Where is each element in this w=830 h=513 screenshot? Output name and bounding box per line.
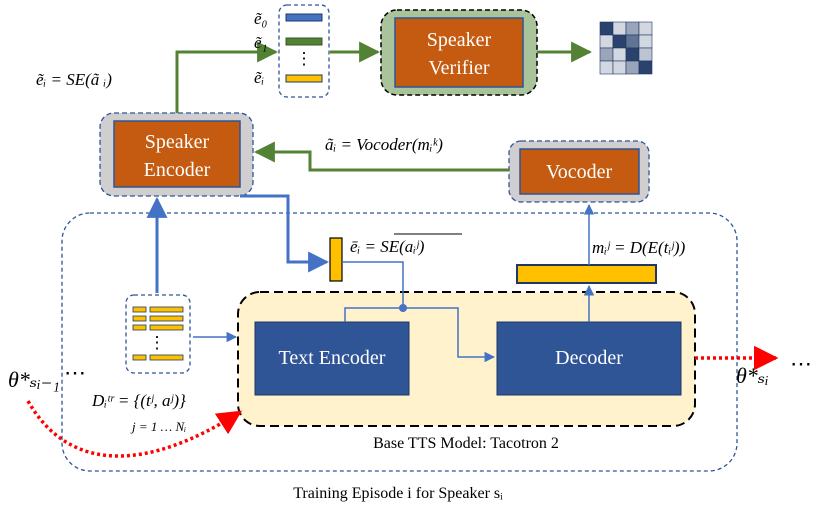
text-encoder: Text Encoder bbox=[254, 321, 410, 396]
similarity-cell bbox=[638, 34, 653, 49]
ei-label: e͂ᵢ bbox=[254, 68, 264, 87]
junction-to-decoder-arrow bbox=[344, 307, 496, 363]
training-episode-region bbox=[61, 212, 738, 472]
similarity-cell bbox=[625, 34, 640, 49]
training-data-icon: ⋮ bbox=[125, 294, 191, 374]
similarity-cell bbox=[599, 34, 614, 49]
vocoder-to-encoder-arrow bbox=[253, 141, 509, 172]
se-formula-label: e͂ᵢ = SE(ã ᵢ) bbox=[36, 70, 112, 89]
index-range-label: j = 1 … Nᵢ bbox=[130, 419, 186, 434]
theta-prev-dots: ⋯ bbox=[64, 360, 86, 385]
similarity-matrix bbox=[599, 21, 653, 75]
vocoder: Vocoder bbox=[508, 140, 650, 203]
speaker-verifier-label-line2: Verifier bbox=[428, 57, 489, 79]
e0-label: e͂₀ bbox=[254, 9, 268, 28]
encoder-to-average-arrow bbox=[240, 194, 330, 273]
speaker-encoder: Speaker Encoder bbox=[99, 112, 254, 197]
theta-next-label: θ*ₛᵢ bbox=[736, 363, 769, 388]
similarity-cell bbox=[638, 60, 653, 75]
speaker-encoder-label-line2: Encoder bbox=[144, 159, 211, 181]
vocoder-formula-label: ãᵢ = Vocoder(mᵢᵏ) bbox=[325, 135, 443, 154]
similarity-cell bbox=[638, 47, 653, 62]
theta-prev-label: θ*ₛᵢ₋₁ bbox=[8, 367, 60, 392]
similarity-cell bbox=[612, 60, 627, 75]
mel-spectrogram-bar bbox=[516, 264, 657, 284]
mel-formula-label: mᵢʲ = D(E(tᵢʲ)) bbox=[592, 238, 686, 257]
similarity-cell bbox=[599, 47, 614, 62]
similarity-cell bbox=[638, 21, 653, 36]
similarity-cell bbox=[612, 34, 627, 49]
theta-next-dots: ⋯ bbox=[790, 351, 812, 376]
text-encoder-label: Text Encoder bbox=[279, 347, 386, 369]
decoder-label: Decoder bbox=[555, 347, 623, 369]
embedding-stack: ⋮ bbox=[278, 4, 330, 98]
similarity-cell bbox=[625, 60, 640, 75]
speaker-verifier: Speaker Verifier bbox=[380, 9, 538, 96]
similarity-cell bbox=[599, 60, 614, 75]
similarity-cell bbox=[599, 21, 614, 36]
encoder-to-embeddings-arrow bbox=[175, 41, 279, 113]
average-embedding-bar bbox=[329, 237, 343, 282]
training-data-dots: ⋮ bbox=[149, 333, 166, 352]
e1-label: e͂₁ bbox=[254, 33, 267, 52]
similarity-cell bbox=[612, 21, 627, 36]
similarity-cell bbox=[625, 47, 640, 62]
average-to-junction-line bbox=[342, 261, 404, 308]
base-model-caption: Base TTS Model: Tacotron 2 bbox=[373, 435, 559, 452]
speaker-encoder-label-line1: Speaker bbox=[145, 131, 210, 153]
theta-prev-to-tts-arrow bbox=[26, 400, 243, 458]
decoder: Decoder bbox=[496, 321, 682, 396]
embedding-dots: ⋮ bbox=[296, 49, 313, 68]
episode-caption: Training Episode i for Speaker sᵢ bbox=[293, 485, 503, 502]
average-embedding-label: ēᵢ = SE(aᵢʲ) bbox=[350, 237, 425, 256]
similarity-cell bbox=[625, 21, 640, 36]
vocoder-label: Vocoder bbox=[546, 161, 613, 183]
similarity-cell bbox=[612, 47, 627, 62]
dataset-label: Dᵢᵗʳ = {(tʲ, aʲ)} bbox=[91, 391, 186, 410]
speaker-verifier-label-line1: Speaker bbox=[427, 29, 492, 51]
